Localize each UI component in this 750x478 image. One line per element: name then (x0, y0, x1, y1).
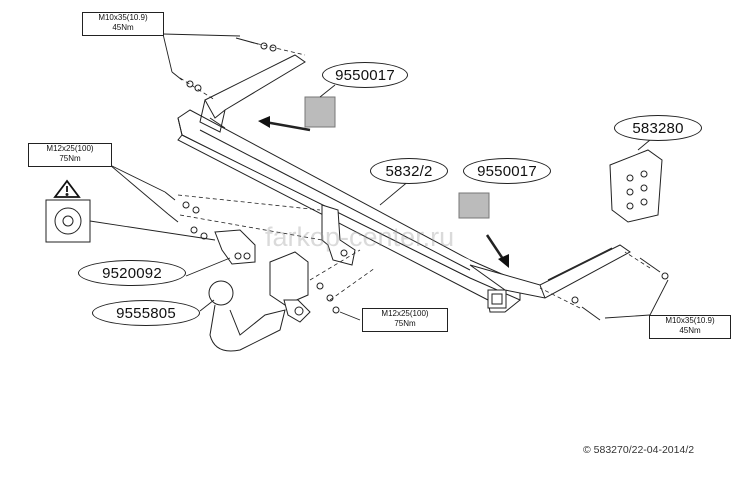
towball (208, 251, 311, 352)
center-bracket (321, 204, 356, 266)
torque-spec: M10x35(10.9) (665, 316, 715, 325)
arrow-left-head (258, 116, 270, 128)
left-side-arm (199, 54, 306, 133)
torque-value: 45Nm (679, 326, 701, 335)
torque-value: 45Nm (112, 23, 134, 32)
towball-holder (214, 229, 256, 265)
torque-spec: M12x25(100) (381, 309, 429, 318)
spacer-plate-right (458, 192, 490, 219)
main-beam (177, 109, 521, 313)
torque-spec: M12x25(100) (46, 144, 94, 153)
part-number-main-beam: 5832/2 (370, 158, 448, 184)
copyright-label: © 583270/22-04-2014/2 (583, 444, 695, 456)
torque-label-top-left: M10x35(10.9) 45Nm (82, 12, 164, 36)
part-number-electric-kit: 583280 (614, 115, 702, 141)
warning-plate (45, 199, 91, 243)
part-number-towball: 9555805 (92, 300, 200, 326)
part-number-bracket-left: 9550017 (322, 62, 408, 88)
torque-value: 75Nm (59, 154, 81, 163)
arrow-right-head (498, 254, 509, 268)
torque-label-left: M12x25(100) 75Nm (28, 143, 112, 167)
spacer-plate-left (304, 96, 336, 128)
part-number-towball-holder: 9520092 (78, 260, 186, 286)
warning-triangle-icon (53, 179, 81, 198)
watermark: farkop-center.ru (265, 222, 455, 252)
electric-kit (609, 149, 663, 223)
torque-label-center: M12x25(100) 75Nm (362, 308, 448, 332)
right-side-arm (469, 244, 631, 299)
part-number-bracket-right: 9550017 (463, 158, 551, 184)
torque-spec: M10x35(10.9) (98, 13, 148, 22)
assembly-lines (177, 41, 651, 309)
bolts (164, 37, 669, 321)
torque-label-bottom-right: M10x35(10.9) 45Nm (649, 315, 731, 339)
torque-value: 75Nm (394, 319, 416, 328)
leader-lines (89, 33, 669, 321)
